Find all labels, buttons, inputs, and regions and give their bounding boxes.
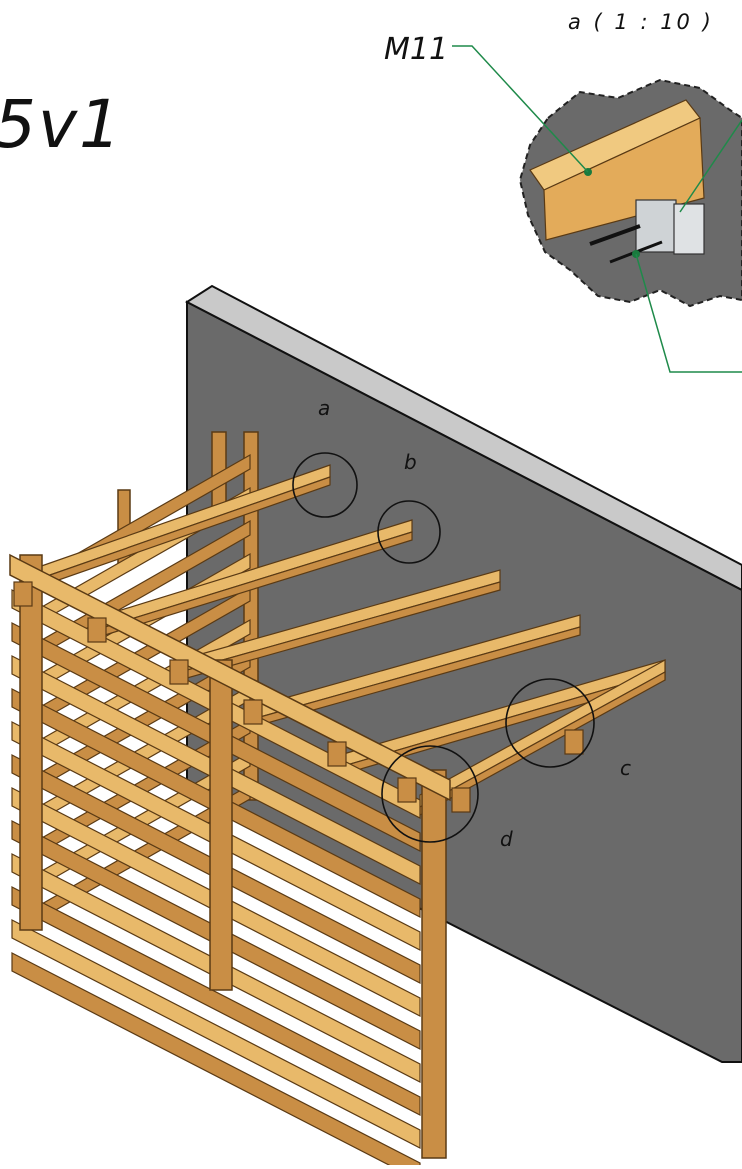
- detail-circle-c: [505, 678, 595, 768]
- detail-markers: [292, 452, 595, 843]
- top-post: [169, 659, 189, 685]
- front-slat: [11, 919, 421, 1149]
- detail-label-c: c: [620, 756, 631, 780]
- top-posts: [13, 581, 584, 813]
- detail-circle-a: [292, 452, 358, 518]
- top-post: [397, 777, 417, 803]
- front-slat: [11, 952, 421, 1169]
- detail-label-b: b: [404, 450, 417, 474]
- drawing-title: 5v1: [0, 86, 124, 163]
- front-slat: [11, 886, 421, 1116]
- top-post: [13, 581, 33, 607]
- top-post: [87, 617, 107, 643]
- leader-lines: [452, 45, 742, 373]
- part-code-label: M11: [384, 32, 449, 67]
- top-post: [564, 729, 584, 755]
- top-post: [327, 741, 347, 767]
- detail-scale-label: a ( 1 : 10 ): [568, 10, 714, 34]
- detail-label-a: a: [318, 396, 331, 420]
- top-beams: [29, 464, 666, 817]
- top-post: [243, 699, 263, 725]
- front-panel: [9, 553, 451, 1169]
- concrete-wall: [185, 284, 742, 1063]
- detail-label-d: d: [500, 827, 513, 851]
- detail-circle-b: [377, 500, 441, 564]
- top-post: [451, 787, 471, 813]
- detail-circle-d: [381, 745, 479, 843]
- detail-zoom: [518, 78, 742, 308]
